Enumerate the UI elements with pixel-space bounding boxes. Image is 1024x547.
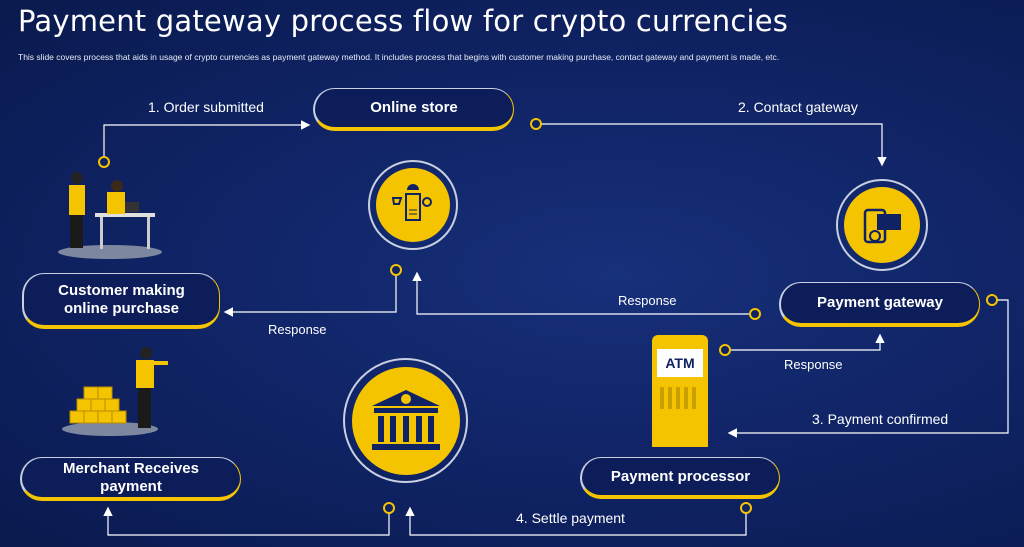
response-label-atm: Response [784, 357, 843, 372]
atm-label: ATM [657, 349, 703, 377]
response-label-customer: Response [268, 322, 327, 337]
connector-confirmed [727, 299, 1009, 438]
connector-response-customer [223, 275, 397, 317]
connector-settle [405, 506, 747, 536]
payment-gateway-icon [836, 179, 928, 271]
online-store-icon [368, 160, 458, 250]
response-label-gateway: Response [618, 293, 677, 308]
customer-illustration-icon [58, 172, 162, 259]
subtitle: This slide covers process that aids in u… [18, 52, 780, 62]
connector-response-atm [730, 333, 885, 351]
connector-order [103, 120, 311, 157]
node-merchant: Merchant Receives payment [20, 457, 241, 501]
node-customer: Customer making online purchase [22, 273, 220, 329]
step-4-label: 4. Settle payment [516, 510, 625, 526]
bank-icon [343, 358, 468, 483]
node-payment-gateway: Payment gateway [779, 282, 980, 327]
step-1-label: 1. Order submitted [148, 99, 264, 115]
connector-merchant [103, 506, 390, 536]
step-2-label: 2. Contact gateway [738, 99, 858, 115]
connector-response-gateway [412, 271, 750, 315]
node-payment-processor: Payment processor [580, 457, 780, 499]
merchant-illustration-icon [62, 347, 168, 436]
page-title: Payment gateway process flow for crypto … [18, 4, 789, 38]
connector-contact [541, 123, 887, 167]
node-online-store: Online store [313, 88, 514, 131]
atm-machine-icon: ATM [652, 335, 708, 447]
step-3-label: 3. Payment confirmed [812, 411, 949, 427]
